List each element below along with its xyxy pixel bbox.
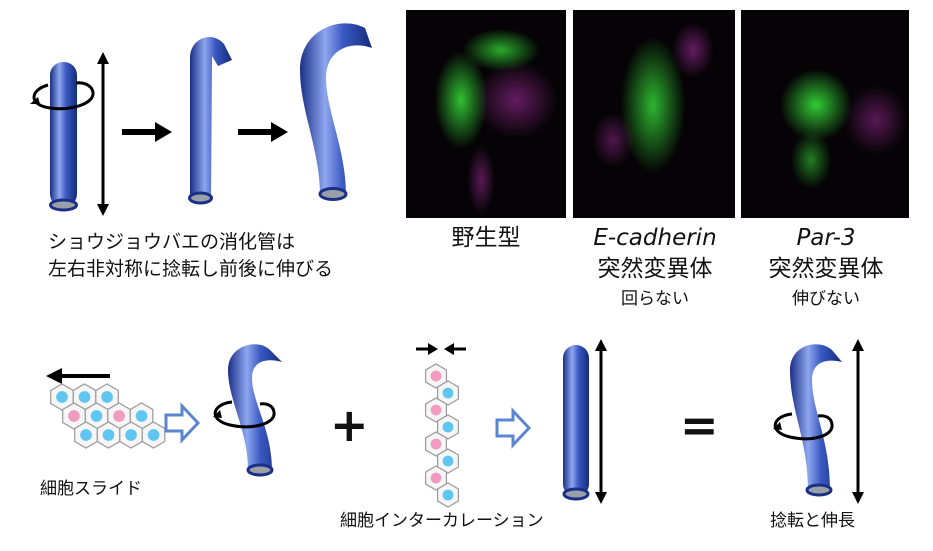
cell-nucleus xyxy=(90,410,103,422)
top-caption-line-1: ショウジョウバエの消化管は xyxy=(48,231,296,253)
length-arrow-icon xyxy=(97,52,109,216)
cell-nucleus xyxy=(102,429,115,441)
cell-nucleus xyxy=(101,391,113,403)
cell-nucleus xyxy=(125,429,137,441)
cell-slide-label: 細胞スライド xyxy=(40,479,142,499)
cell-intercalation-column xyxy=(425,363,459,508)
micrograph-par-3-mutant xyxy=(741,10,909,218)
right-arrow-icon xyxy=(238,122,288,142)
micrograph-wild-type xyxy=(406,10,566,218)
cell-nucleus xyxy=(147,429,160,441)
cell-nucleus xyxy=(135,410,148,422)
panel-label-par-3: Par-3 xyxy=(796,225,856,251)
rotation-arrow-icon xyxy=(30,81,95,111)
micrograph-e-cadherin-mutant xyxy=(573,10,735,218)
rotation-elongation-label: 捻転と伸長 xyxy=(770,511,855,531)
equals-sign: = xyxy=(680,398,719,452)
plus-sign: + xyxy=(330,398,369,452)
panel-note-e-cadherin: 回らない xyxy=(621,289,689,309)
left-arrow-icon xyxy=(46,368,110,384)
cell-nucleus xyxy=(80,429,92,441)
hollow-arrow-icon xyxy=(164,402,201,444)
length-arrow-icon xyxy=(595,339,607,504)
panel-label-wild-type: 野生型 xyxy=(451,225,521,251)
length-arrow-icon xyxy=(852,339,864,504)
top-caption-line-2: 左右非対称に捻転し前後に伸びる xyxy=(48,258,334,280)
straight-gut-tube xyxy=(49,62,78,212)
cell-nucleus xyxy=(442,489,454,501)
cell-nucleus xyxy=(430,438,442,450)
cell-nucleus xyxy=(78,391,91,403)
panel-note-par-3: 伸びない xyxy=(792,289,860,309)
right-arrow-icon xyxy=(122,122,172,142)
intercalation-label: 細胞インターカレーション xyxy=(340,511,544,531)
bent-gut-tube-rotating xyxy=(213,344,282,477)
bent-gut-tube xyxy=(300,23,372,201)
cell-nucleus xyxy=(442,421,454,433)
cell-nucleus xyxy=(430,370,442,382)
partly-bent-gut-tube xyxy=(188,36,232,205)
panel-sub-par-3: 突然変異体 xyxy=(768,256,884,282)
cell-slide-sheet xyxy=(50,383,166,449)
cell-nucleus xyxy=(442,387,454,399)
cell-nucleus xyxy=(56,391,68,403)
cell-nucleus xyxy=(113,410,125,422)
cell-nucleus xyxy=(430,404,442,416)
elongated-gut-tube xyxy=(562,345,590,501)
cell-nucleus xyxy=(442,455,454,467)
inward-arrows-icon xyxy=(416,343,466,355)
cell-nucleus xyxy=(68,410,80,422)
panel-label-e-cadherin: E-cadherin xyxy=(593,225,717,251)
bent-elongated-gut-tube xyxy=(773,344,842,497)
hollow-arrow-icon xyxy=(495,407,532,449)
panel-sub-e-cadherin: 突然変異体 xyxy=(597,256,713,282)
cell-nucleus xyxy=(430,472,442,484)
